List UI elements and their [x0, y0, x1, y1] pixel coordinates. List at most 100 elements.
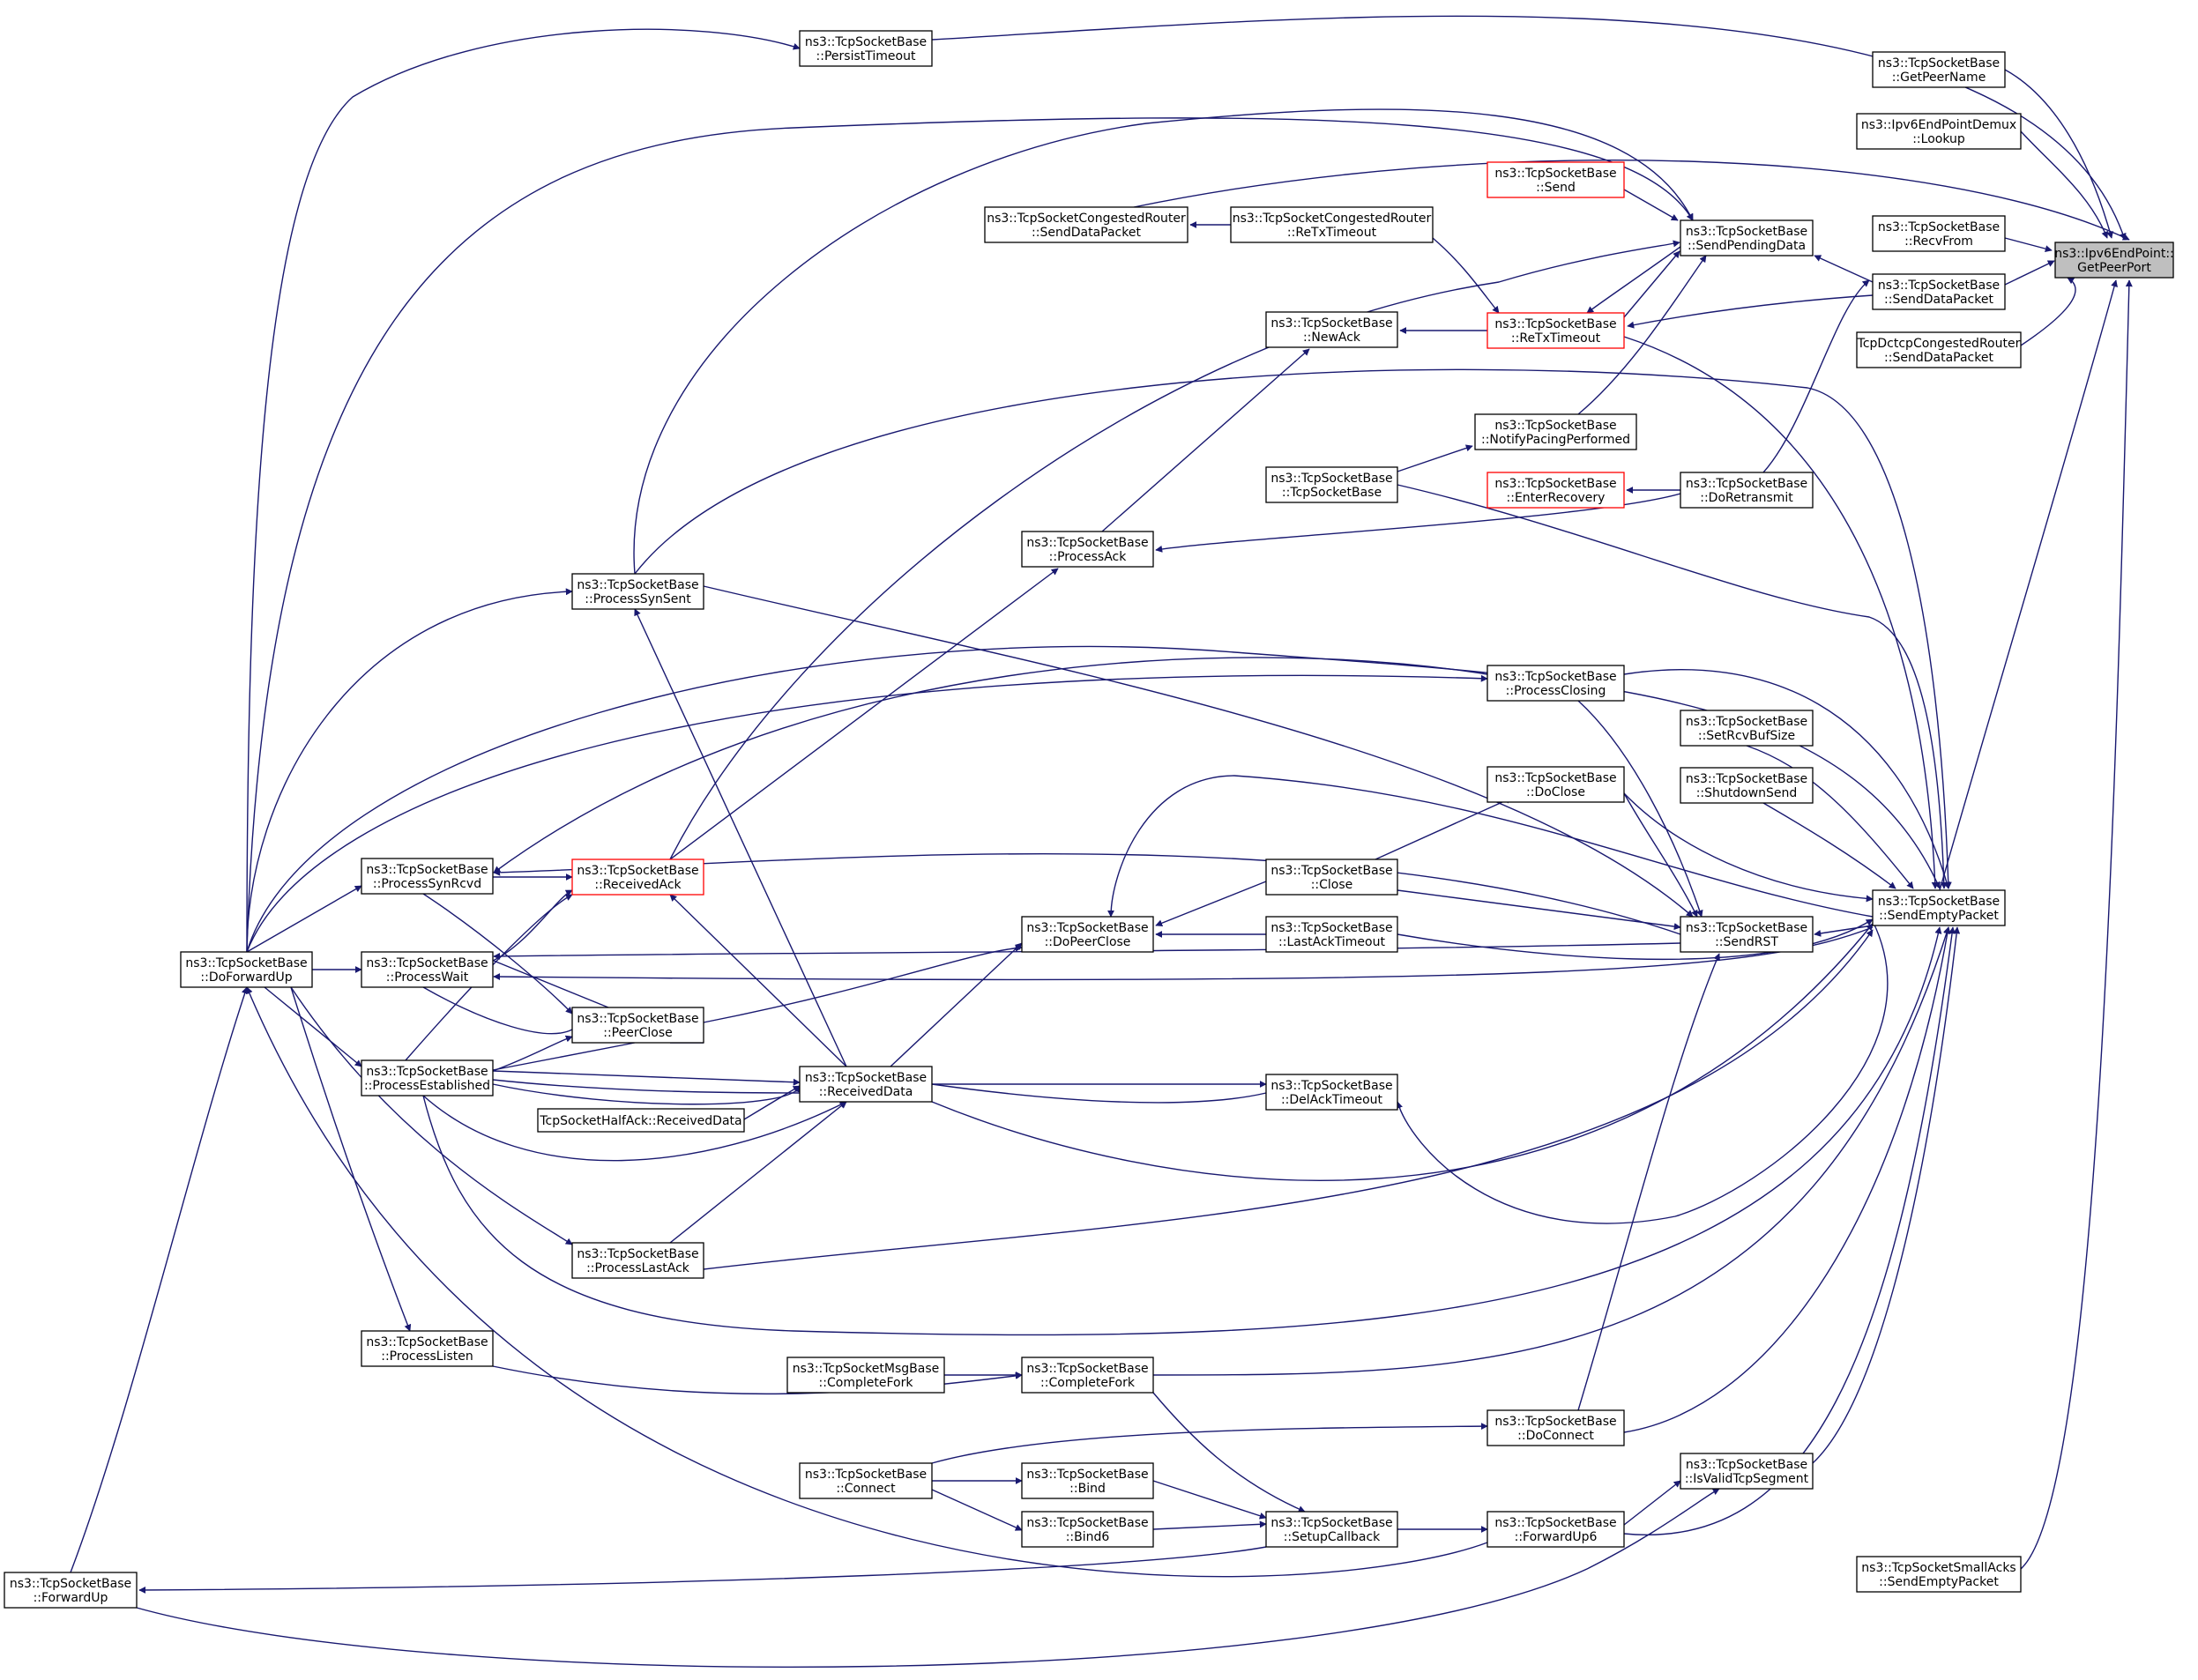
node-processwait[interactable]: ns3::TcpSocketBase::ProcessWait: [361, 951, 494, 988]
node-retxtimeout[interactable]: ns3::TcpSocketBase::ReTxTimeout: [1486, 312, 1625, 349]
node-label: ::SendDataPacket: [1884, 293, 1993, 307]
node-close[interactable]: ns3::TcpSocketBase::Close: [1265, 859, 1398, 896]
node-label: TcpDctcpCongestedRouter: [1857, 337, 2021, 351]
node-doretransmit[interactable]: ns3::TcpSocketBase::DoRetransmit: [1680, 472, 1814, 509]
node-label: ns3::TcpSocketBase: [1878, 220, 2000, 234]
node-label: ns3::TcpSocketBase: [1494, 771, 1616, 785]
node-tcpsocketbase[interactable]: ns3::TcpSocketBase::TcpSocketBase: [1265, 466, 1398, 503]
node-processestablished[interactable]: ns3::TcpSocketBase::ProcessEstablished: [361, 1059, 494, 1096]
node-label: ns3::TcpSocketBase: [1270, 472, 1392, 486]
node-box: [571, 573, 704, 610]
node-label: ::ProcessSynSent: [585, 592, 691, 606]
call-edge: [669, 894, 847, 1067]
node-enterrecovery[interactable]: ns3::TcpSocketBase::EnterRecovery: [1486, 472, 1625, 509]
node-label: ::DoForwardUp: [200, 970, 292, 985]
node-processclosing[interactable]: ns3::TcpSocketBase::ProcessClosing: [1486, 665, 1625, 702]
node-delacktimeout[interactable]: ns3::TcpSocketBase::DelAckTimeout: [1265, 1074, 1398, 1111]
node-completefork[interactable]: ns3::TcpSocketBase::CompleteFork: [1021, 1357, 1154, 1394]
call-edge: [669, 1101, 847, 1244]
call-edge: [1152, 1480, 1267, 1520]
node-box: [361, 858, 494, 895]
node-senddatapacket[interactable]: ns3::TcpSocketBase::SendDataPacket: [1872, 273, 2006, 310]
node-label: ns3::TcpSocketBase: [1686, 921, 1807, 935]
call-edge: [1623, 926, 1951, 1433]
node-label: ::ReTxTimeout: [1287, 226, 1377, 240]
node-label: ::ReceivedAck: [594, 878, 682, 892]
node-lastacktimeout[interactable]: ns3::TcpSocketBase::LastAckTimeout: [1265, 916, 1398, 953]
node-sendemptypacket[interactable]: ns3::TcpSocketBase::SendEmptyPacket: [1872, 889, 2006, 926]
node-connect[interactable]: ns3::TcpSocketBase::Connect: [799, 1462, 933, 1499]
node-processlastack[interactable]: ns3::TcpSocketBase::ProcessLastAck: [571, 1242, 704, 1279]
node-dopeerclose[interactable]: ns3::TcpSocketBase::DoPeerClose: [1021, 916, 1154, 953]
call-edge: [1577, 953, 1720, 1411]
node-label: ::CompleteFork: [819, 1376, 914, 1390]
call-edge: [703, 585, 1694, 918]
node-getpeername[interactable]: ns3::TcpSocketBase::GetPeerName: [1872, 51, 2006, 88]
node-peerclose[interactable]: ns3::TcpSocketBase::PeerClose: [571, 1007, 704, 1044]
call-edge: [290, 986, 573, 1245]
node-msgbasefork[interactable]: ns3::TcpSocketMsgBase::CompleteFork: [786, 1357, 945, 1394]
node-setrcvbufsize[interactable]: ns3::TcpSocketBase::SetRcvBufSize: [1680, 710, 1814, 747]
call-edge: [1101, 348, 1310, 532]
node-bind6[interactable]: ns3::TcpSocketBase::Bind6: [1021, 1511, 1154, 1548]
node-box: [571, 1007, 704, 1044]
node-forwardup6[interactable]: ns3::TcpSocketBase::ForwardUp6: [1486, 1511, 1625, 1548]
node-label: ns3::TcpSocketBase: [1878, 279, 2000, 293]
node-label: ns3::TcpSocketBase: [1686, 772, 1807, 786]
node-box: [1486, 472, 1625, 509]
node-doclose[interactable]: ns3::TcpSocketBase::DoClose: [1486, 766, 1625, 803]
node-notifypacing[interactable]: ns3::TcpSocketBase::NotifyPacingPerforme…: [1474, 413, 1637, 450]
node-newack[interactable]: ns3::TcpSocketBase::NewAck: [1265, 311, 1398, 348]
node-label: ns3::TcpSocketBase: [1270, 316, 1392, 331]
node-doforwardup[interactable]: ns3::TcpSocketBase::DoForwardUp: [180, 951, 313, 988]
node-label: ns3::TcpSocketBase: [577, 1012, 698, 1026]
node-halfack[interactable]: TcpSocketHalfAck::ReceivedData: [537, 1108, 745, 1133]
node-processack[interactable]: ns3::TcpSocketBase::ProcessAck: [1021, 531, 1154, 568]
node-dctcp[interactable]: TcpDctcpCongestedRouter::SendDataPacket: [1856, 331, 2022, 368]
call-edge: [634, 368, 1952, 889]
node-persisttimeout[interactable]: ns3::TcpSocketBase::PersistTimeout: [799, 30, 933, 67]
call-edge: [931, 1489, 1023, 1531]
node-label: ns3::TcpSocketBase: [185, 956, 307, 970]
node-receiveddata[interactable]: ns3::TcpSocketBase::ReceivedData: [799, 1066, 933, 1103]
node-label: ::NotifyPacingPerformed: [1481, 433, 1630, 447]
node-send[interactable]: ns3::TcpSocketBase::Send: [1486, 161, 1625, 198]
node-processlisten[interactable]: ns3::TcpSocketBase::ProcessListen: [361, 1330, 494, 1367]
node-congsenddata[interactable]: ns3::TcpSocketCongestedRouter::SendDataP…: [984, 206, 1188, 243]
node-doconnect[interactable]: ns3::TcpSocketBase::DoConnect: [1486, 1409, 1625, 1446]
node-box: [1680, 710, 1814, 747]
node-box: [361, 951, 494, 988]
node-recvfrom[interactable]: ns3::TcpSocketBase::RecvFrom: [1872, 215, 2006, 252]
call-edge: [1586, 246, 1681, 314]
node-istcpsegment[interactable]: ns3::TcpSocketBase::IsValidTcpSegment: [1680, 1453, 1814, 1490]
edges-layer: [70, 15, 2133, 1668]
call-edge: [633, 108, 1694, 575]
node-box: [1486, 161, 1625, 198]
node-label: ::ReTxTimeout: [1511, 331, 1601, 346]
node-congretx[interactable]: ns3::TcpSocketCongestedRouter::ReTxTimeo…: [1230, 206, 1434, 243]
node-sendrst[interactable]: ns3::TcpSocketBase::SendRST: [1680, 916, 1814, 953]
node-sendpendingdata[interactable]: ns3::TcpSocketBase::SendPendingData: [1680, 219, 1814, 256]
node-processsynrcvd[interactable]: ns3::TcpSocketBase::ProcessSynRcvd: [361, 858, 494, 895]
node-label: ns3::TcpSocketCongestedRouter: [1233, 212, 1432, 226]
node-label: ns3::TcpSocketBase: [1270, 1079, 1392, 1093]
call-edge: [931, 15, 2127, 241]
node-bind[interactable]: ns3::TcpSocketBase::Bind: [1021, 1462, 1154, 1499]
call-edge: [1397, 918, 1874, 961]
node-label: ns3::TcpSocketBase: [1270, 921, 1392, 935]
node-processsynsent[interactable]: ns3::TcpSocketBase::ProcessSynSent: [571, 573, 704, 610]
node-shutdownsend[interactable]: ns3::TcpSocketBase::ShutdownSend: [1680, 767, 1814, 804]
call-edge: [246, 986, 1488, 1578]
node-receivedack[interactable]: ns3::TcpSocketBase::ReceivedAck: [571, 859, 704, 896]
call-edge: [1762, 802, 1896, 889]
node-label: ::ProcessWait: [386, 970, 469, 985]
node-label: ns3::TcpSocketBase: [1686, 225, 1807, 239]
node-label: ::Send: [1536, 181, 1576, 195]
node-forwardup[interactable]: ns3::TcpSocketBase::ForwardUp: [4, 1572, 138, 1609]
node-box: [1680, 472, 1814, 509]
node-lookup[interactable]: ns3::Ipv6EndPointDemux::Lookup: [1856, 113, 2022, 150]
node-smallacks[interactable]: ns3::TcpSocketSmallAcks::SendEmptyPacket: [1856, 1556, 2022, 1593]
call-edge: [246, 28, 801, 953]
node-box: [1474, 413, 1637, 450]
node-setupcallback[interactable]: ns3::TcpSocketBase::SetupCallback: [1265, 1511, 1398, 1548]
